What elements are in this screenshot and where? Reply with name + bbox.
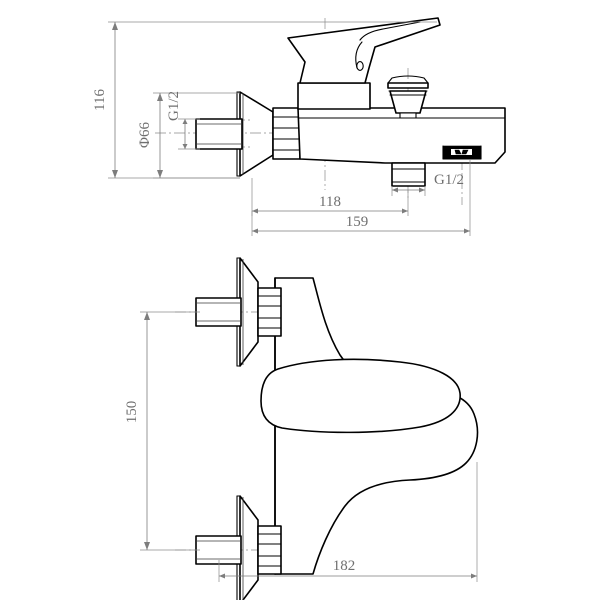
- plan-center-lines: [175, 311, 290, 551]
- lower-hex-nut-plan: [257, 525, 282, 575]
- spout-outlet: [391, 162, 426, 187]
- dimension-thread-inlet: G1/2: [166, 91, 200, 150]
- lever-handle-plan: [260, 358, 461, 434]
- dimension-label-159: 159: [346, 214, 369, 230]
- dimension-label-thread-inlet: G1/2: [166, 91, 182, 121]
- diverter-knob: [387, 75, 429, 119]
- upper-hex-nut-plan: [257, 287, 282, 337]
- dimension-label-thread-outlet: G1/2: [434, 172, 464, 188]
- dimension-length-159: 159: [251, 160, 471, 236]
- lever-handle: [287, 17, 441, 84]
- upper-inlet-escutcheon: [236, 257, 259, 367]
- shower-outlet-connector: [442, 145, 482, 160]
- dimension-spacing-150: 150: [124, 311, 200, 551]
- side-elevation-view: 116 Φ66 G1/2: [92, 17, 506, 236]
- dimension-diameter-66: Φ66: [137, 92, 240, 179]
- upper-inlet-nipple: [195, 297, 242, 327]
- dimension-label-116: 116: [92, 89, 108, 111]
- dimension-length-118: 118: [251, 178, 409, 216]
- lower-inlet-nipple: [195, 535, 242, 565]
- hex-nut-side: [272, 107, 301, 160]
- dimension-label-diameter-66: Φ66: [137, 122, 153, 148]
- dimension-height-116: 116: [92, 21, 437, 179]
- dimension-label-182: 182: [333, 558, 356, 574]
- dimension-width-182: 182: [218, 462, 478, 582]
- dimension-label-118: 118: [319, 194, 341, 210]
- cartridge-housing: [297, 82, 371, 110]
- inlet-nipple: [195, 118, 243, 150]
- dimension-label-150: 150: [124, 401, 140, 424]
- dimension-thread-outlet: G1/2: [391, 172, 464, 196]
- top-plan-view: 150 182: [124, 257, 479, 600]
